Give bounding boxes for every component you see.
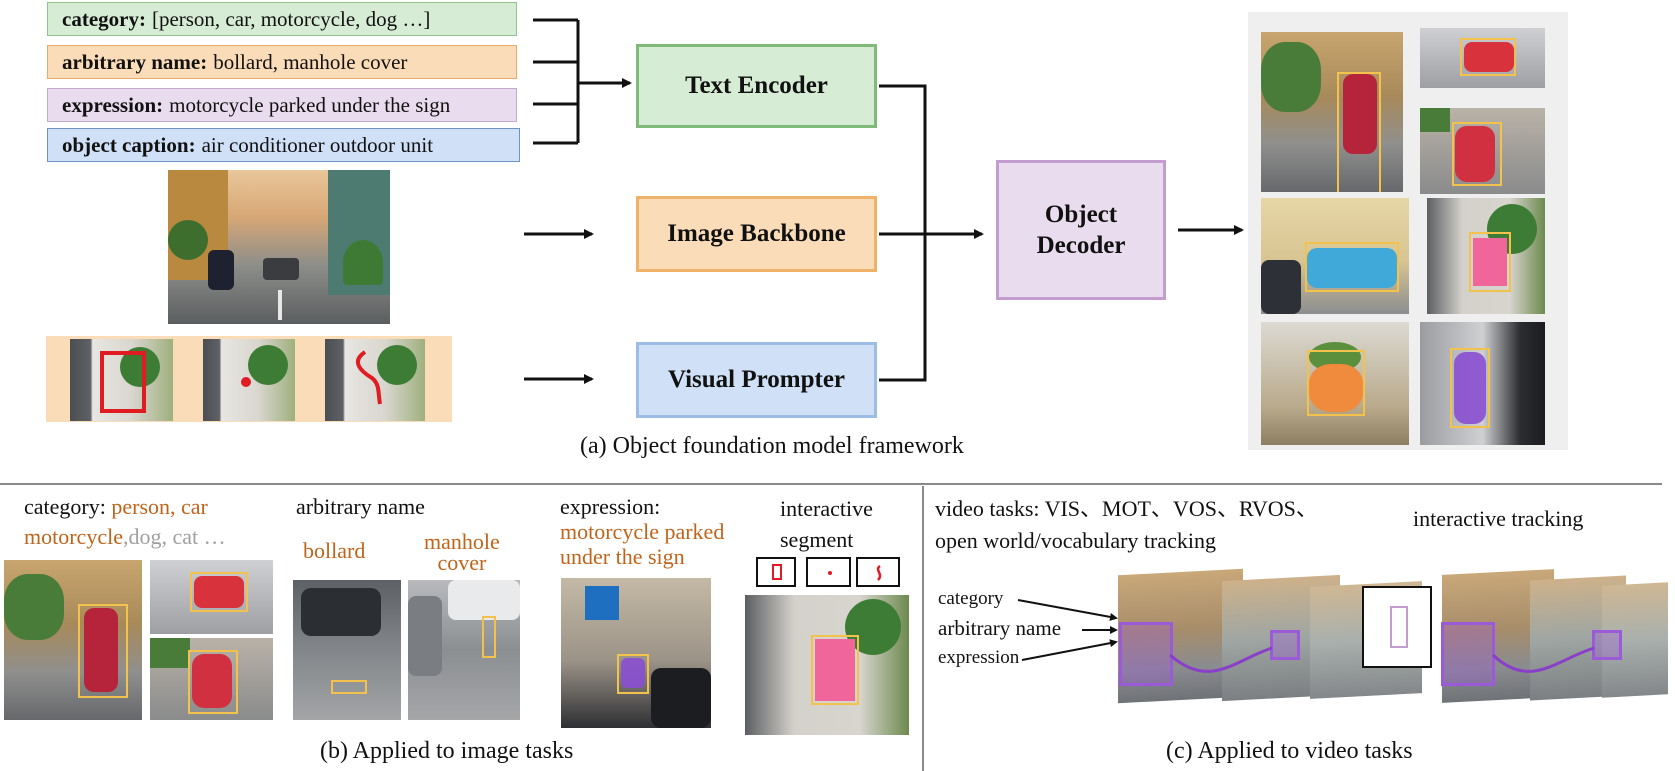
image-backbone-module: Image Backbone xyxy=(636,196,877,272)
category-task-label: category: person, car xyxy=(24,494,208,519)
interactive-point-prompt xyxy=(806,557,851,587)
category-person-image xyxy=(4,560,142,720)
category-car-image xyxy=(150,560,273,634)
video-input-expression: expression xyxy=(938,647,1020,668)
prompt-object-caption-key: object caption: xyxy=(62,132,196,157)
prompt-category-value: [person, car, motorcycle, dog …] xyxy=(151,6,431,31)
expression-value: motorcycle parked under the sign xyxy=(560,519,725,570)
tracking-box-1 xyxy=(1441,622,1495,686)
manhole-label: manhole cover xyxy=(424,529,500,575)
video-input-category: category xyxy=(938,588,1004,609)
interactive-segment-image xyxy=(745,595,909,735)
output-ac-unit-image xyxy=(1261,198,1409,314)
prompt-category-key: category: xyxy=(62,6,146,31)
horizontal-divider xyxy=(0,483,1662,485)
interactive-box-prompt xyxy=(756,557,796,587)
prompt-arbitrary-name-key: arbitrary name: xyxy=(62,49,208,74)
output-plant-image xyxy=(1427,198,1545,314)
prompt-expression: expression: motorcycle parked under the … xyxy=(47,88,517,122)
arrow-category-to-video xyxy=(1017,599,1118,621)
caption-c: (c) Applied to video tasks xyxy=(1166,738,1413,764)
input-street-image xyxy=(168,170,390,324)
output-motorcycle-image xyxy=(1420,108,1545,194)
video-tasks-line1: video tasks: VIS、MOT、VOS、RVOS、 xyxy=(935,496,1318,521)
category-highlight-2: motorcycle xyxy=(24,524,123,549)
category-highlight: person, car xyxy=(111,494,208,519)
expression-task-label: expression: xyxy=(560,494,661,519)
interactive-tracking-prompt-frame xyxy=(1362,586,1432,668)
prompt-arbitrary-name-value: bollard, manhole cover xyxy=(213,49,408,74)
caption-b: (b) Applied to image tasks xyxy=(320,738,574,764)
arbitrary-task-label: arbitrary name xyxy=(296,494,425,519)
bollard-image xyxy=(293,580,401,720)
video-track-trajectory xyxy=(1169,646,1273,673)
visual-prompt-point-image xyxy=(203,339,295,421)
interactive-track-trajectory xyxy=(1491,646,1595,673)
category-task-label-line2: motorcycle,dog, cat … xyxy=(24,524,226,549)
tracking-box-2 xyxy=(1592,630,1622,660)
prompt-arbitrary-name: arbitrary name: bollard, manhole cover xyxy=(47,45,517,79)
track-box-1 xyxy=(1119,622,1173,686)
visual-prompt-box-image xyxy=(70,339,173,421)
text-encoder-module: Text Encoder xyxy=(636,44,877,128)
output-person-mask-image xyxy=(1420,322,1545,445)
interactive-scribble-mark xyxy=(876,564,882,581)
vertical-divider xyxy=(922,486,924,771)
category-label: category: xyxy=(24,494,106,519)
visual-prompter-module: Visual Prompter xyxy=(636,342,877,418)
category-motorcycle-image xyxy=(150,638,273,720)
interactive-scribble-prompt xyxy=(856,557,900,587)
prompt-expression-key: expression: xyxy=(62,92,164,117)
object-decoder-module: Object Decoder xyxy=(996,160,1166,300)
caption-a: (a) Object foundation model framework xyxy=(580,433,964,459)
bollard-label: bollard xyxy=(303,538,366,563)
prompt-object-caption: object caption: air conditioner outdoor … xyxy=(47,128,520,162)
prompt-object-caption-value: air conditioner outdoor unit xyxy=(201,132,434,157)
manhole-image xyxy=(408,580,520,720)
category-rest: ,dog, cat … xyxy=(122,524,226,549)
output-pot-image xyxy=(1261,322,1409,445)
video-input-arbitrary-name: arbitrary name xyxy=(938,616,1062,640)
video-tasks-line2: open world/vocabulary tracking xyxy=(935,528,1217,553)
output-person-image xyxy=(1261,32,1403,192)
expression-image xyxy=(561,578,711,728)
prompt-expression-value: motorcycle parked under the sign xyxy=(169,92,451,117)
arrow-expression-to-video xyxy=(1021,639,1118,661)
interactive-segment-label: interactive segment xyxy=(780,496,873,552)
interactive-tracking-label: interactive tracking xyxy=(1413,506,1584,531)
prompt-category: category: [person, car, motorcycle, dog … xyxy=(47,2,517,36)
track-box-2 xyxy=(1270,630,1300,660)
scribble-prompt-path xyxy=(355,350,382,405)
output-car-image xyxy=(1420,28,1545,88)
